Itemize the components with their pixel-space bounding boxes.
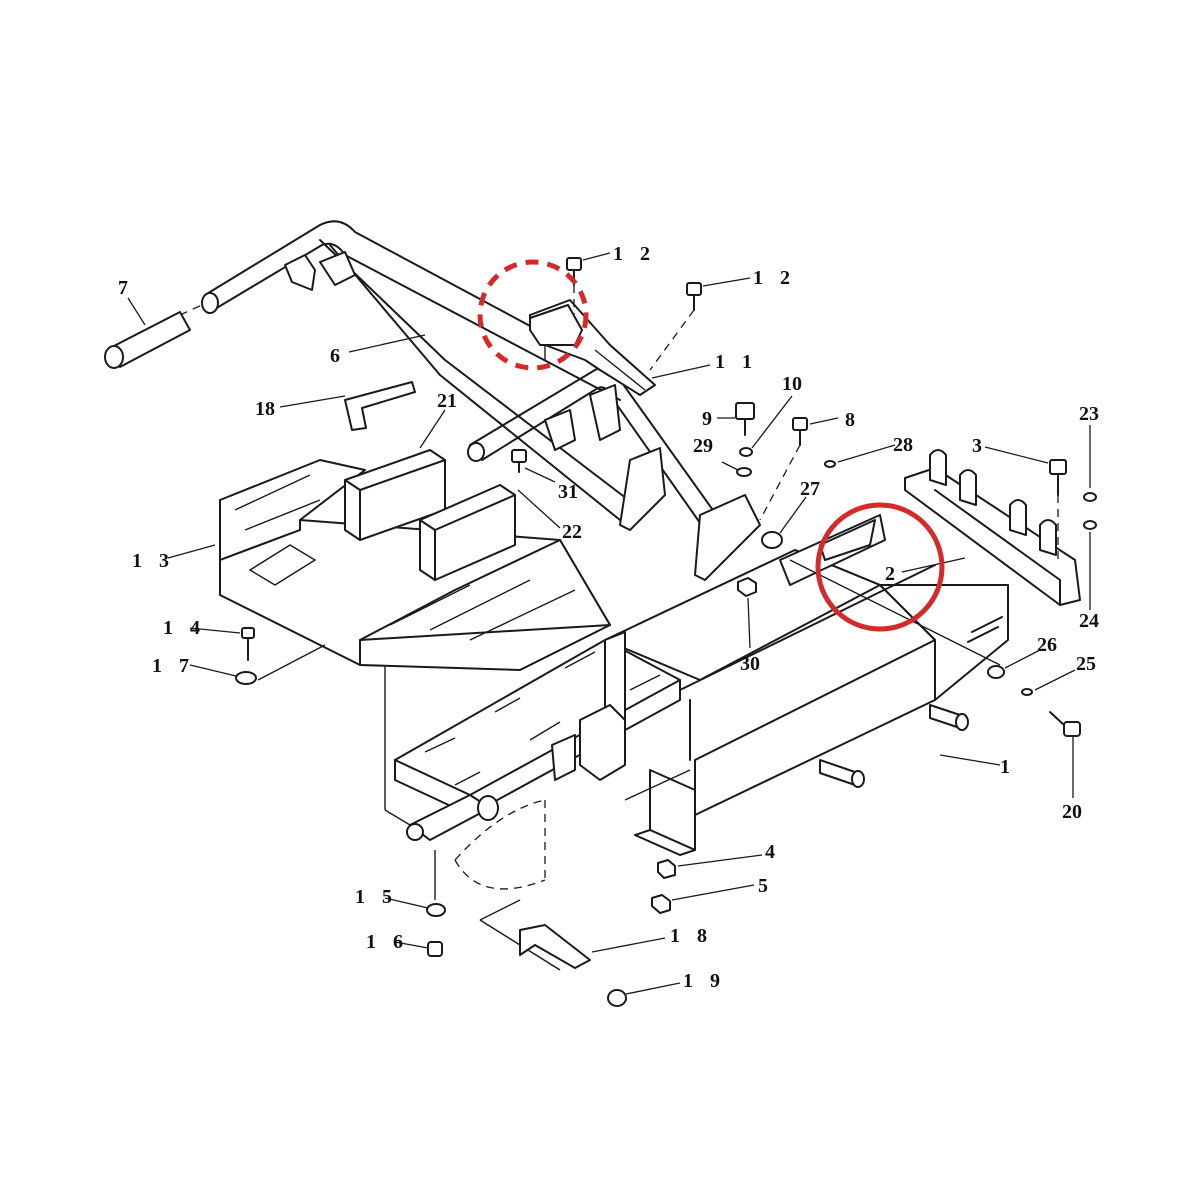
callout-27: 27 (800, 478, 820, 500)
hardware (235, 257, 1097, 1007)
leader-lines (127, 252, 1091, 995)
callout-28: 28 (893, 434, 913, 456)
rear-bracket-assembly (819, 449, 1081, 606)
callout-18b: 1 8 (670, 925, 713, 947)
handle-grip (104, 311, 191, 369)
callout-12a: 1 2 (613, 243, 656, 265)
callout-10: 10 (782, 373, 802, 395)
callout-8: 8 (845, 409, 855, 431)
callout-11: 1 1 (715, 351, 758, 373)
callout-12b: 1 2 (753, 267, 796, 289)
callout-24: 24 (1079, 610, 1099, 632)
handle-bar (179, 220, 761, 581)
callout-4: 4 (765, 841, 775, 863)
callout-5: 5 (758, 875, 768, 897)
callout-23: 23 (1079, 403, 1099, 425)
callout-31: 31 (558, 481, 578, 503)
callout-30: 30 (740, 653, 760, 675)
callout-19: 1 9 (683, 970, 726, 992)
dashed-highlight-circle (477, 259, 589, 371)
callout-22: 22 (562, 521, 582, 543)
callout-21: 21 (437, 390, 457, 412)
callout-20: 20 (1062, 801, 1082, 823)
skid-plate (454, 799, 591, 971)
callout-16: 1 6 (366, 931, 409, 953)
callout-15: 1 5 (355, 886, 398, 908)
callout-6: 6 (330, 345, 340, 367)
deck-plate (219, 449, 611, 671)
callout-26: 26 (1037, 634, 1057, 656)
callout-2: 2 (885, 563, 895, 585)
callout-7: 7 (118, 277, 128, 299)
callout-labels: 1 2 3 4 5 6 7 8 9 10 1 1 1 2 1 2 1 3 1 4… (118, 243, 1099, 992)
callout-13: 1 3 (132, 550, 175, 572)
callout-9: 9 (702, 408, 712, 430)
callout-3: 3 (972, 435, 982, 457)
callout-25: 25 (1076, 653, 1096, 675)
solid-highlight-circle (815, 502, 945, 632)
main-frame (384, 514, 1009, 856)
callout-18a: 18 (255, 398, 275, 420)
callout-14: 1 4 (163, 617, 206, 639)
callout-17: 1 7 (152, 655, 195, 677)
callout-29: 29 (693, 435, 713, 457)
callout-1: 1 (1000, 756, 1010, 778)
